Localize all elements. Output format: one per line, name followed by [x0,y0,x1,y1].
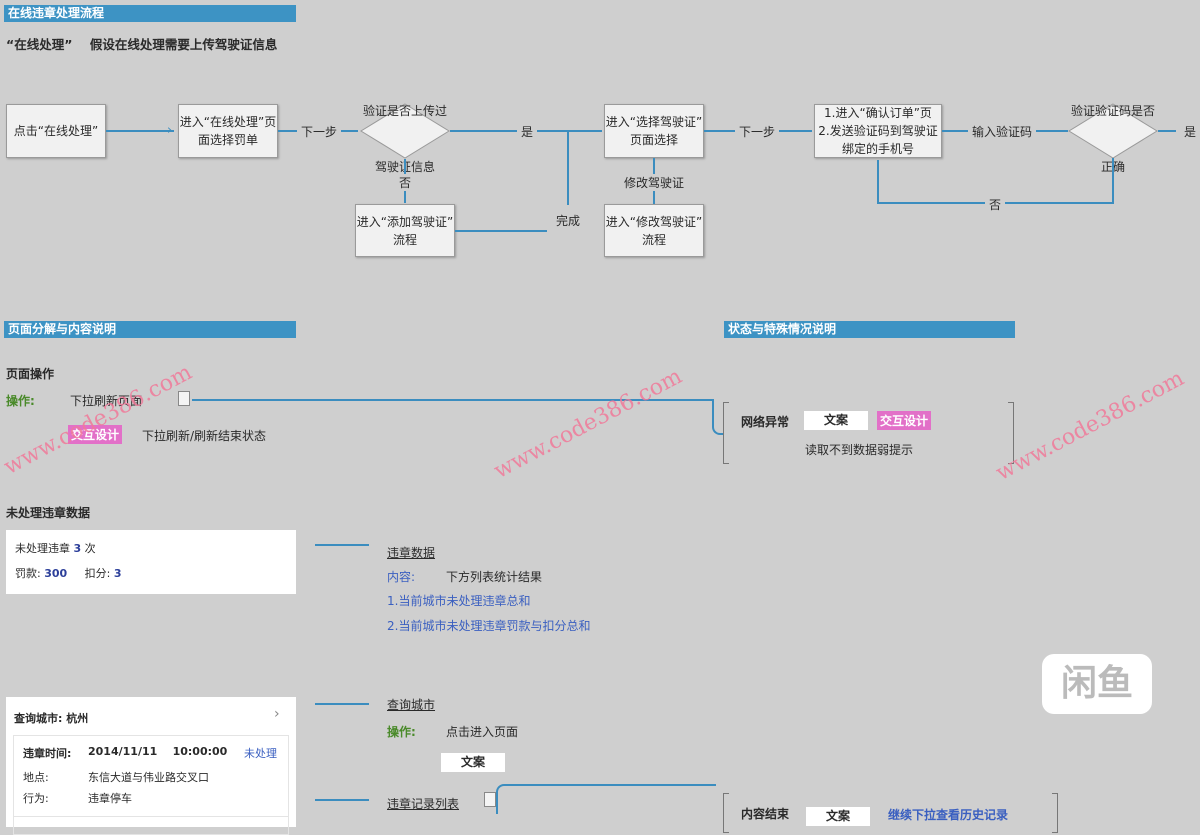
label-done: 完成 [552,212,585,229]
note-item-1: 1.当前城市未处理违章总和 [387,594,531,608]
document-icon [484,792,496,807]
content-value: 下方列表统计结果 [446,570,543,584]
tag-copy: 文案 [804,411,868,430]
section-header-page: 页面分解与内容说明 [4,321,296,338]
label-no: 否 [395,174,416,191]
violation-list-card: 查询城市: 杭州 › 违章时间: 2014/11/11 10:00:00 未处理… [6,697,296,835]
note-title-violation-list: 违章记录列表 [387,797,460,811]
label-modify-license: 修改驾驶证 [620,174,689,191]
fine-value: 300 [44,567,68,580]
flow-subtitle: “在线处理” 假设在线处理需要上传驾驶证信息 [6,34,277,53]
op-label: 操作: [6,394,35,408]
query-city-row[interactable]: 查询城市: 杭州 [14,712,89,725]
unprocessed-card: 未处理违章 3 次 罚款: 300 扣分: 3 [6,530,296,594]
connector [1112,158,1114,204]
count-label: 未处理违章 [15,542,70,555]
connector [496,784,716,814]
network-error-desc: 读取不到数据弱提示 [805,443,914,457]
connector [315,703,369,705]
time-label: 违章时间: [23,747,72,760]
op-value: 下拉刷新页面 [70,394,143,408]
count-value: 3 [73,542,82,555]
label-no-2: 否 [985,196,1006,213]
node-add-license: 进入“添加驾驶证”流程 [355,204,455,257]
divider [14,816,288,817]
document-icon [178,391,190,406]
bracket-left [723,402,729,464]
label-next-step-2: 下一步 [735,123,780,140]
label-next-step: 下一步 [297,123,342,140]
violation-time: 10:00:00 [172,745,228,758]
section-header-flow: 在线违章处理流程 [4,5,296,22]
op-value: 点击进入页面 [446,725,519,739]
unprocessed-title: 未处理违章数据 [6,506,91,520]
connector [315,799,369,801]
connector [1158,130,1176,132]
note-item-2: 2.当前城市未处理违章罚款与扣分总和 [387,619,591,633]
node-check-code: 验证验证码是否正确 [1068,103,1158,174]
node-modify-license: 进入“修改驾驶证”流程 [604,204,704,257]
tag-desc: 下拉刷新/刷新结束状态 [142,429,267,443]
network-error-title: 网络异常 [741,415,790,429]
node-check-license: 验证是否上传过驾驶证信息 [360,103,450,174]
violation-date: 2014/11/11 [88,745,158,758]
tag-interaction-design: 交互设计 [877,411,932,430]
chevron-right-icon[interactable]: › [274,706,280,722]
subtitle-quote: “在线处理” [6,37,73,52]
content-end-title: 内容结束 [741,807,790,821]
note-title-query-city: 查询城市 [387,698,436,712]
watermark: www.code386.com [992,365,1189,487]
action-value: 违章停车 [88,792,132,805]
bracket-left [723,793,729,833]
bracket-right [1008,402,1014,464]
violation-record[interactable]: 违章时间: 2014/11/11 10:00:00 未处理 地点: 东信大道与伟… [13,735,289,835]
label-yes: 是 [517,123,538,140]
connector [455,230,547,232]
points-value: 3 [113,567,122,580]
tag-interaction-design: 交互设计 [68,425,123,444]
connector [315,544,369,546]
content-label: 内容: [387,570,416,584]
place-value: 东信大道与伟业路交叉口 [88,771,209,784]
label-input-code: 输入验证码 [968,123,1037,140]
status-badge: 未处理 [244,747,277,760]
node-click-online: 点击“在线处理” [6,104,106,158]
fine-label: 罚款: [15,567,41,580]
connector [877,160,879,204]
label-yes-2: 是 [1180,123,1200,140]
section-header-status: 状态与特殊情况说明 [724,321,1015,338]
count-unit: 次 [84,542,96,555]
action-label: 行为: [23,792,49,805]
connector [712,399,724,435]
tag-copy: 文案 [441,753,505,772]
op-label: 操作: [387,725,416,739]
arrow-right-icon: › [167,123,173,138]
connector [567,130,569,205]
points-label: 扣分: [84,567,111,580]
page-ops-title: 页面操作 [6,367,55,381]
watermark: www.code386.com [490,363,687,485]
connector [106,130,174,132]
node-select-license: 进入“选择驾驶证”页面选择 [604,104,704,158]
bracket-right [1052,793,1058,833]
subtitle-text: 假设在线处理需要上传驾驶证信息 [89,37,278,52]
place-label: 地点: [23,771,49,784]
connector [192,399,712,401]
node-enter-page: 进入“在线处理”页面选择罚单 [178,104,278,158]
note-title-violation-data: 违章数据 [387,546,436,560]
tag-copy: 文案 [806,807,870,826]
xianyu-logo: 闲鱼 [1042,654,1152,714]
content-end-desc: 继续下拉查看历史记录 [888,808,1009,822]
